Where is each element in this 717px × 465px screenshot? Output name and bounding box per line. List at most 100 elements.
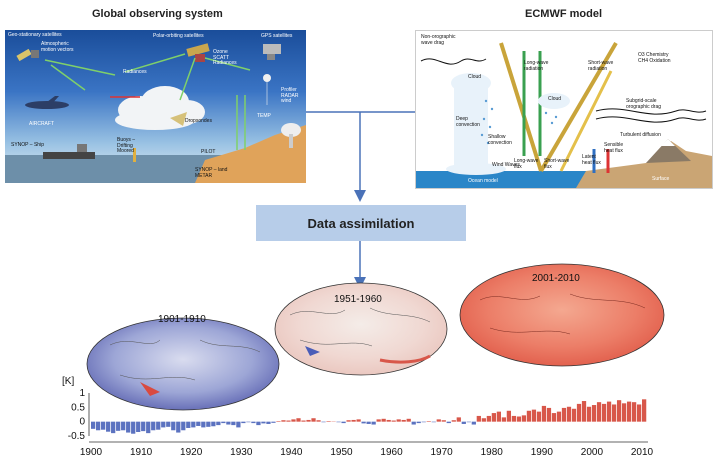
bar-1979: [486, 415, 491, 422]
label-sw-flux: Short-wave flux: [544, 158, 570, 170]
bar-1910: [141, 421, 146, 432]
bar-1964: [411, 421, 416, 425]
bar-1944: [311, 418, 316, 422]
bar-1918: [181, 421, 186, 431]
bar-1970: [441, 420, 446, 422]
bar-1942: [301, 420, 306, 422]
label-polar: Polar-orbiting satellites: [153, 33, 204, 39]
bar-1989: [536, 411, 542, 422]
bar-1986: [521, 415, 527, 422]
balloon-icon: [263, 74, 271, 82]
bar-1999: [586, 406, 592, 422]
bar-1937: [276, 421, 281, 422]
bar-2010: [642, 399, 647, 422]
bar-1913: [156, 421, 161, 430]
label-aircraft: AIRCRAFT: [29, 121, 54, 127]
bar-1958: [381, 418, 386, 422]
bar-1912: [151, 421, 156, 431]
bar-1982: [501, 417, 507, 422]
bar-1980: [491, 413, 496, 422]
data-assimilation-box: Data assimilation: [256, 205, 466, 241]
bar-2000: [591, 405, 597, 422]
aircraft-icon: [25, 96, 69, 109]
bar-1946: [321, 421, 326, 423]
bar-1997: [576, 403, 582, 422]
bar-1911: [146, 421, 151, 434]
x-tick-label: 1920: [180, 447, 203, 458]
label-buoys: Buoys – Drifting Moored: [117, 137, 136, 154]
observing-system-panel: Geo-stationary satellites Atmospheric mo…: [5, 30, 306, 183]
label-latent: Latent heat flux: [582, 154, 601, 166]
bar-1945: [316, 420, 321, 422]
label-profiler: Profiler RADAR wind: [281, 87, 299, 104]
bar-1985: [516, 416, 522, 422]
globe-1901-1910: [86, 317, 280, 411]
globe-title-3: 2001-2010: [532, 273, 580, 284]
bar-2009: [636, 404, 642, 422]
bar-1922: [201, 421, 206, 428]
bar-1976: [471, 421, 476, 425]
bar-1992: [551, 413, 557, 422]
x-tick-label: 1900: [80, 447, 103, 458]
bar-1928: [231, 421, 236, 426]
gps-satellite-icon: [263, 44, 281, 60]
bar-1968: [431, 421, 436, 423]
bar-1919: [186, 421, 191, 428]
x-tick-label: 1980: [481, 447, 504, 458]
bar-1901: [96, 421, 101, 431]
x-tick-label: 1970: [431, 447, 454, 458]
globe-title-1: 1901-1910: [158, 314, 206, 325]
y-tick-label: 0: [79, 417, 85, 428]
ecmwf-model-header: ECMWF model: [525, 8, 602, 20]
bar-1981: [496, 411, 501, 422]
label-nonoro: Non-orographic wave drag: [421, 34, 456, 46]
globe-2001-2010: [459, 263, 665, 367]
buoy-icon: [133, 148, 136, 162]
x-tick-label: 1960: [380, 447, 403, 458]
bar-2003: [606, 401, 612, 422]
bar-1988: [531, 409, 537, 422]
bar-1974: [461, 421, 466, 424]
bar-1969: [436, 419, 441, 422]
bar-1932: [251, 421, 256, 424]
bar-1951: [346, 420, 351, 422]
bar-1996: [571, 408, 577, 422]
label-synop-land: SYNOP – land METAR: [195, 167, 228, 179]
bar-1941: [296, 418, 301, 422]
bar-1920: [191, 421, 196, 428]
bar-2006: [621, 403, 627, 422]
bar-1926: [221, 421, 226, 424]
label-chem: O3 Chemistry CH4 Oxidation: [638, 52, 671, 64]
bar-1963: [406, 418, 411, 422]
bar-1925: [216, 421, 221, 426]
x-tick-label: 2000: [581, 447, 604, 458]
bar-1984: [511, 415, 517, 422]
bar-1949: [336, 421, 341, 423]
bar-1978: [481, 418, 486, 422]
label-ocean: Ocean model: [468, 178, 498, 184]
mid-cloud: [538, 93, 570, 109]
bar-2008: [631, 402, 637, 422]
label-cloud2: Cloud: [548, 96, 562, 102]
bar-1915: [166, 421, 171, 427]
bar-1905: [116, 421, 121, 431]
bar-1914: [161, 421, 166, 428]
bar-1972: [451, 420, 456, 422]
label-cloud1: Cloud: [468, 74, 482, 80]
bar-1991: [546, 407, 552, 422]
label-sw-rad: Short-wave radiation: [588, 60, 614, 72]
bar-1906: [121, 421, 126, 431]
bar-1931: [246, 421, 251, 423]
bar-1935: [266, 421, 271, 424]
x-tick-label: 1930: [230, 447, 253, 458]
bar-1927: [226, 421, 231, 425]
bar-1917: [176, 421, 181, 433]
bar-1950: [341, 421, 346, 424]
radar-dish-icon: [281, 123, 301, 148]
bar-1960: [391, 420, 396, 422]
bar-1943: [306, 419, 311, 422]
label-deep: Deep convection: [456, 116, 480, 128]
bar-1923: [206, 421, 211, 427]
bar-2001: [596, 402, 602, 422]
